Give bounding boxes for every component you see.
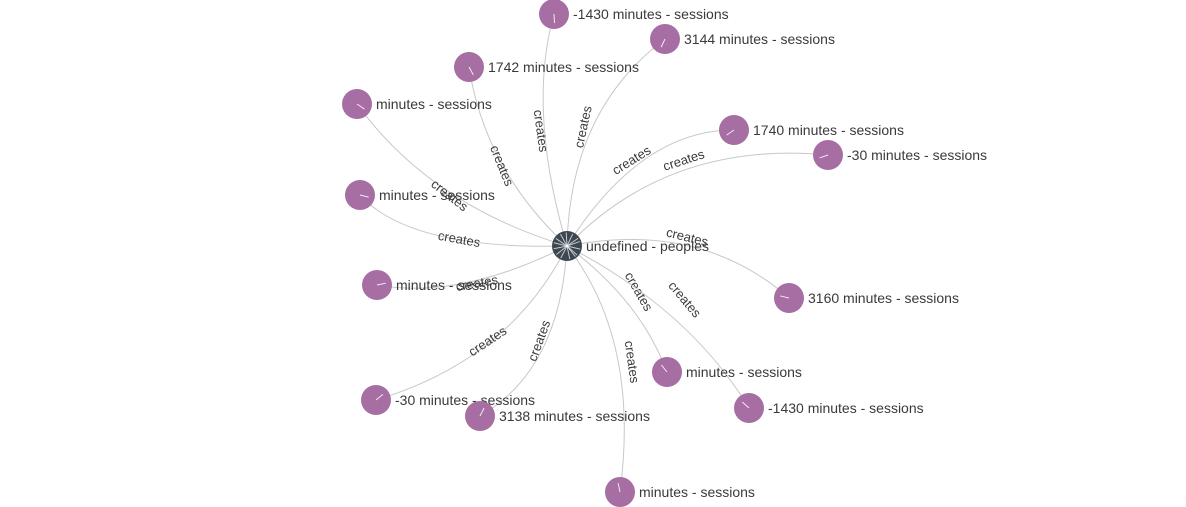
center-spoke: [556, 245, 568, 255]
center-spoke: [560, 233, 568, 247]
session-node[interactable]: 3138 minutes - sessions: [465, 401, 650, 431]
edge-label: creates: [622, 340, 643, 385]
edge-end-marker: [819, 154, 829, 159]
edge-line: [376, 245, 568, 289]
edge-line: [566, 245, 668, 373]
edge-label: creates: [661, 146, 707, 174]
session-node[interactable]: -1430 minutes - sessions: [734, 393, 924, 423]
edge-end-marker: [780, 295, 790, 299]
edge-line: [479, 245, 568, 417]
center-spoke: [560, 245, 568, 259]
session-node-label: -30 minutes - sessions: [395, 392, 535, 408]
session-node[interactable]: -1430 minutes - sessions: [539, 0, 729, 29]
edge-line: [542, 13, 568, 247]
session-node[interactable]: 1740 minutes - sessions: [719, 115, 904, 145]
edge-line: [566, 245, 625, 493]
center-spoke: [553, 245, 568, 250]
center-spoke: [566, 233, 574, 247]
edge-end-marker: [479, 407, 485, 417]
center-node-label: undefined - peoples: [586, 238, 709, 254]
edge-line: [566, 152, 829, 247]
edge-label: creates: [525, 318, 554, 364]
center-spoke: [566, 245, 571, 260]
edge-label: creates: [466, 323, 510, 360]
edge-label: creates: [622, 269, 657, 314]
center-spoke: [553, 242, 568, 247]
session-node-label: 1740 minutes - sessions: [753, 122, 904, 138]
session-node-label: -1430 minutes - sessions: [768, 400, 924, 416]
session-node-label: minutes - sessions: [379, 187, 495, 203]
edge-label: creates: [455, 272, 500, 294]
edge-end-marker: [356, 103, 365, 110]
center-spoke: [566, 245, 578, 256]
session-node[interactable]: minutes - sessions: [342, 89, 492, 119]
center-spoke: [566, 241, 580, 247]
session-node[interactable]: -30 minutes - sessions: [813, 140, 987, 170]
session-node[interactable]: minutes - sessions: [652, 357, 802, 387]
edge-line: [356, 103, 568, 247]
center-node[interactable]: undefined - peoples: [552, 231, 709, 261]
edge-end-marker: [375, 393, 384, 401]
session-node-label: -1430 minutes - sessions: [573, 6, 729, 22]
session-node[interactable]: minutes - sessions: [345, 180, 495, 210]
session-node-label: -30 minutes - sessions: [847, 147, 987, 163]
session-node-label: minutes - sessions: [639, 484, 755, 500]
edge-end-marker: [553, 13, 556, 24]
session-node-label: 3138 minutes - sessions: [499, 408, 650, 424]
edge-label: creates: [487, 143, 517, 189]
edge-end-marker: [741, 401, 750, 409]
edge-end-marker: [660, 38, 666, 48]
edge-line: [566, 245, 750, 409]
edge-label: creates: [665, 278, 704, 321]
session-node-label: minutes - sessions: [376, 96, 492, 112]
session-node-label: 1742 minutes - sessions: [488, 59, 639, 75]
session-node-label: minutes - sessions: [396, 277, 512, 293]
edge-end-marker: [726, 129, 735, 136]
center-spoke: [566, 245, 581, 250]
session-node-label: 3144 minutes - sessions: [684, 31, 835, 47]
edge-end-marker: [617, 483, 621, 493]
edge-end-marker: [468, 66, 474, 76]
session-node[interactable]: minutes - sessions: [605, 477, 755, 507]
session-node[interactable]: 3160 minutes - sessions: [774, 283, 959, 313]
session-node[interactable]: -30 minutes - sessions: [361, 385, 535, 415]
edge-line: [359, 194, 568, 247]
edge-end-marker: [359, 194, 369, 198]
edge-line: [375, 245, 568, 401]
edge-label: creates: [437, 228, 482, 250]
center-spoke: [566, 237, 579, 247]
edge-line: [566, 38, 666, 247]
session-node-label: 3160 minutes - sessions: [808, 290, 959, 306]
edge-label: creates: [609, 142, 654, 178]
nodes-layer: -1430 minutes - sessions 3144 minutes - s…: [342, 0, 987, 507]
center-spoke: [555, 238, 568, 247]
session-node[interactable]: 1742 minutes - sessions: [454, 52, 639, 82]
session-node[interactable]: 3144 minutes - sessions: [650, 24, 835, 54]
edge-line: [566, 239, 790, 299]
edge-end-marker: [376, 282, 386, 286]
edge-end-marker: [661, 364, 668, 373]
edge-line: [566, 129, 735, 247]
edge-label: creates: [571, 104, 595, 149]
session-node-label: minutes - sessions: [686, 364, 802, 380]
center-spoke: [565, 232, 568, 247]
session-node[interactable]: minutes - sessions: [362, 270, 512, 300]
edge-label: creates: [531, 109, 552, 154]
edge-line: [468, 66, 568, 247]
